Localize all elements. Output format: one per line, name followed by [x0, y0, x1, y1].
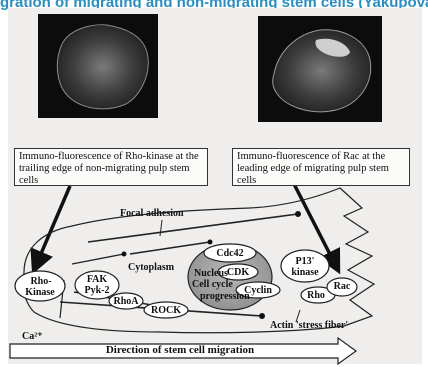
- focal-adhesion-pointer: [160, 220, 162, 236]
- rhoa-label: RhoA: [108, 296, 144, 307]
- calcium-label: Ca²⁺: [22, 331, 43, 342]
- rho-kinase-label-line1: Rho-: [26, 276, 56, 287]
- nucleus-label-line1: Nucleus: [194, 268, 228, 279]
- focal-adhesion-dot: [122, 252, 127, 257]
- rho-kinase-label-line2: Kinase: [18, 287, 62, 298]
- stress-fiber-2: [130, 242, 210, 254]
- caption-left: Immuno-fluorescence of Rho-kinase at the…: [14, 148, 208, 186]
- p13-label-line1: P13': [288, 256, 322, 267]
- cdc42-label: Cdc42: [208, 248, 252, 259]
- rho-label: Rho: [303, 290, 329, 301]
- stress-fiber-3: [72, 254, 124, 264]
- focal-adhesion-dot: [208, 240, 213, 245]
- fak-label: FAK: [82, 274, 112, 285]
- rac-label: Rac: [330, 281, 354, 292]
- cytoplasm-label: Cytoplasm: [128, 262, 174, 273]
- p13-label-line2: kinase: [286, 267, 324, 278]
- focal-adhesion-dot: [259, 313, 265, 319]
- actin-stress-fiber-label: Actin 'stress fiber': [270, 320, 348, 331]
- nucleus-label-line3: progression: [200, 291, 250, 302]
- rock-label: ROCK: [144, 305, 188, 316]
- caption-right: Immuno-fluorescence of Rac at the leadin…: [232, 148, 410, 186]
- focal-adhesion-dot: [295, 211, 301, 217]
- cell-left-shape: [57, 25, 148, 109]
- nucleus-label-line2: Cell cycle: [192, 279, 233, 290]
- pyk2-label: Pyk-2: [78, 285, 116, 296]
- direction-of-migration-label: Direction of stem cell migration: [30, 345, 330, 356]
- focal-adhesion-label: Focal adhesion: [120, 208, 184, 219]
